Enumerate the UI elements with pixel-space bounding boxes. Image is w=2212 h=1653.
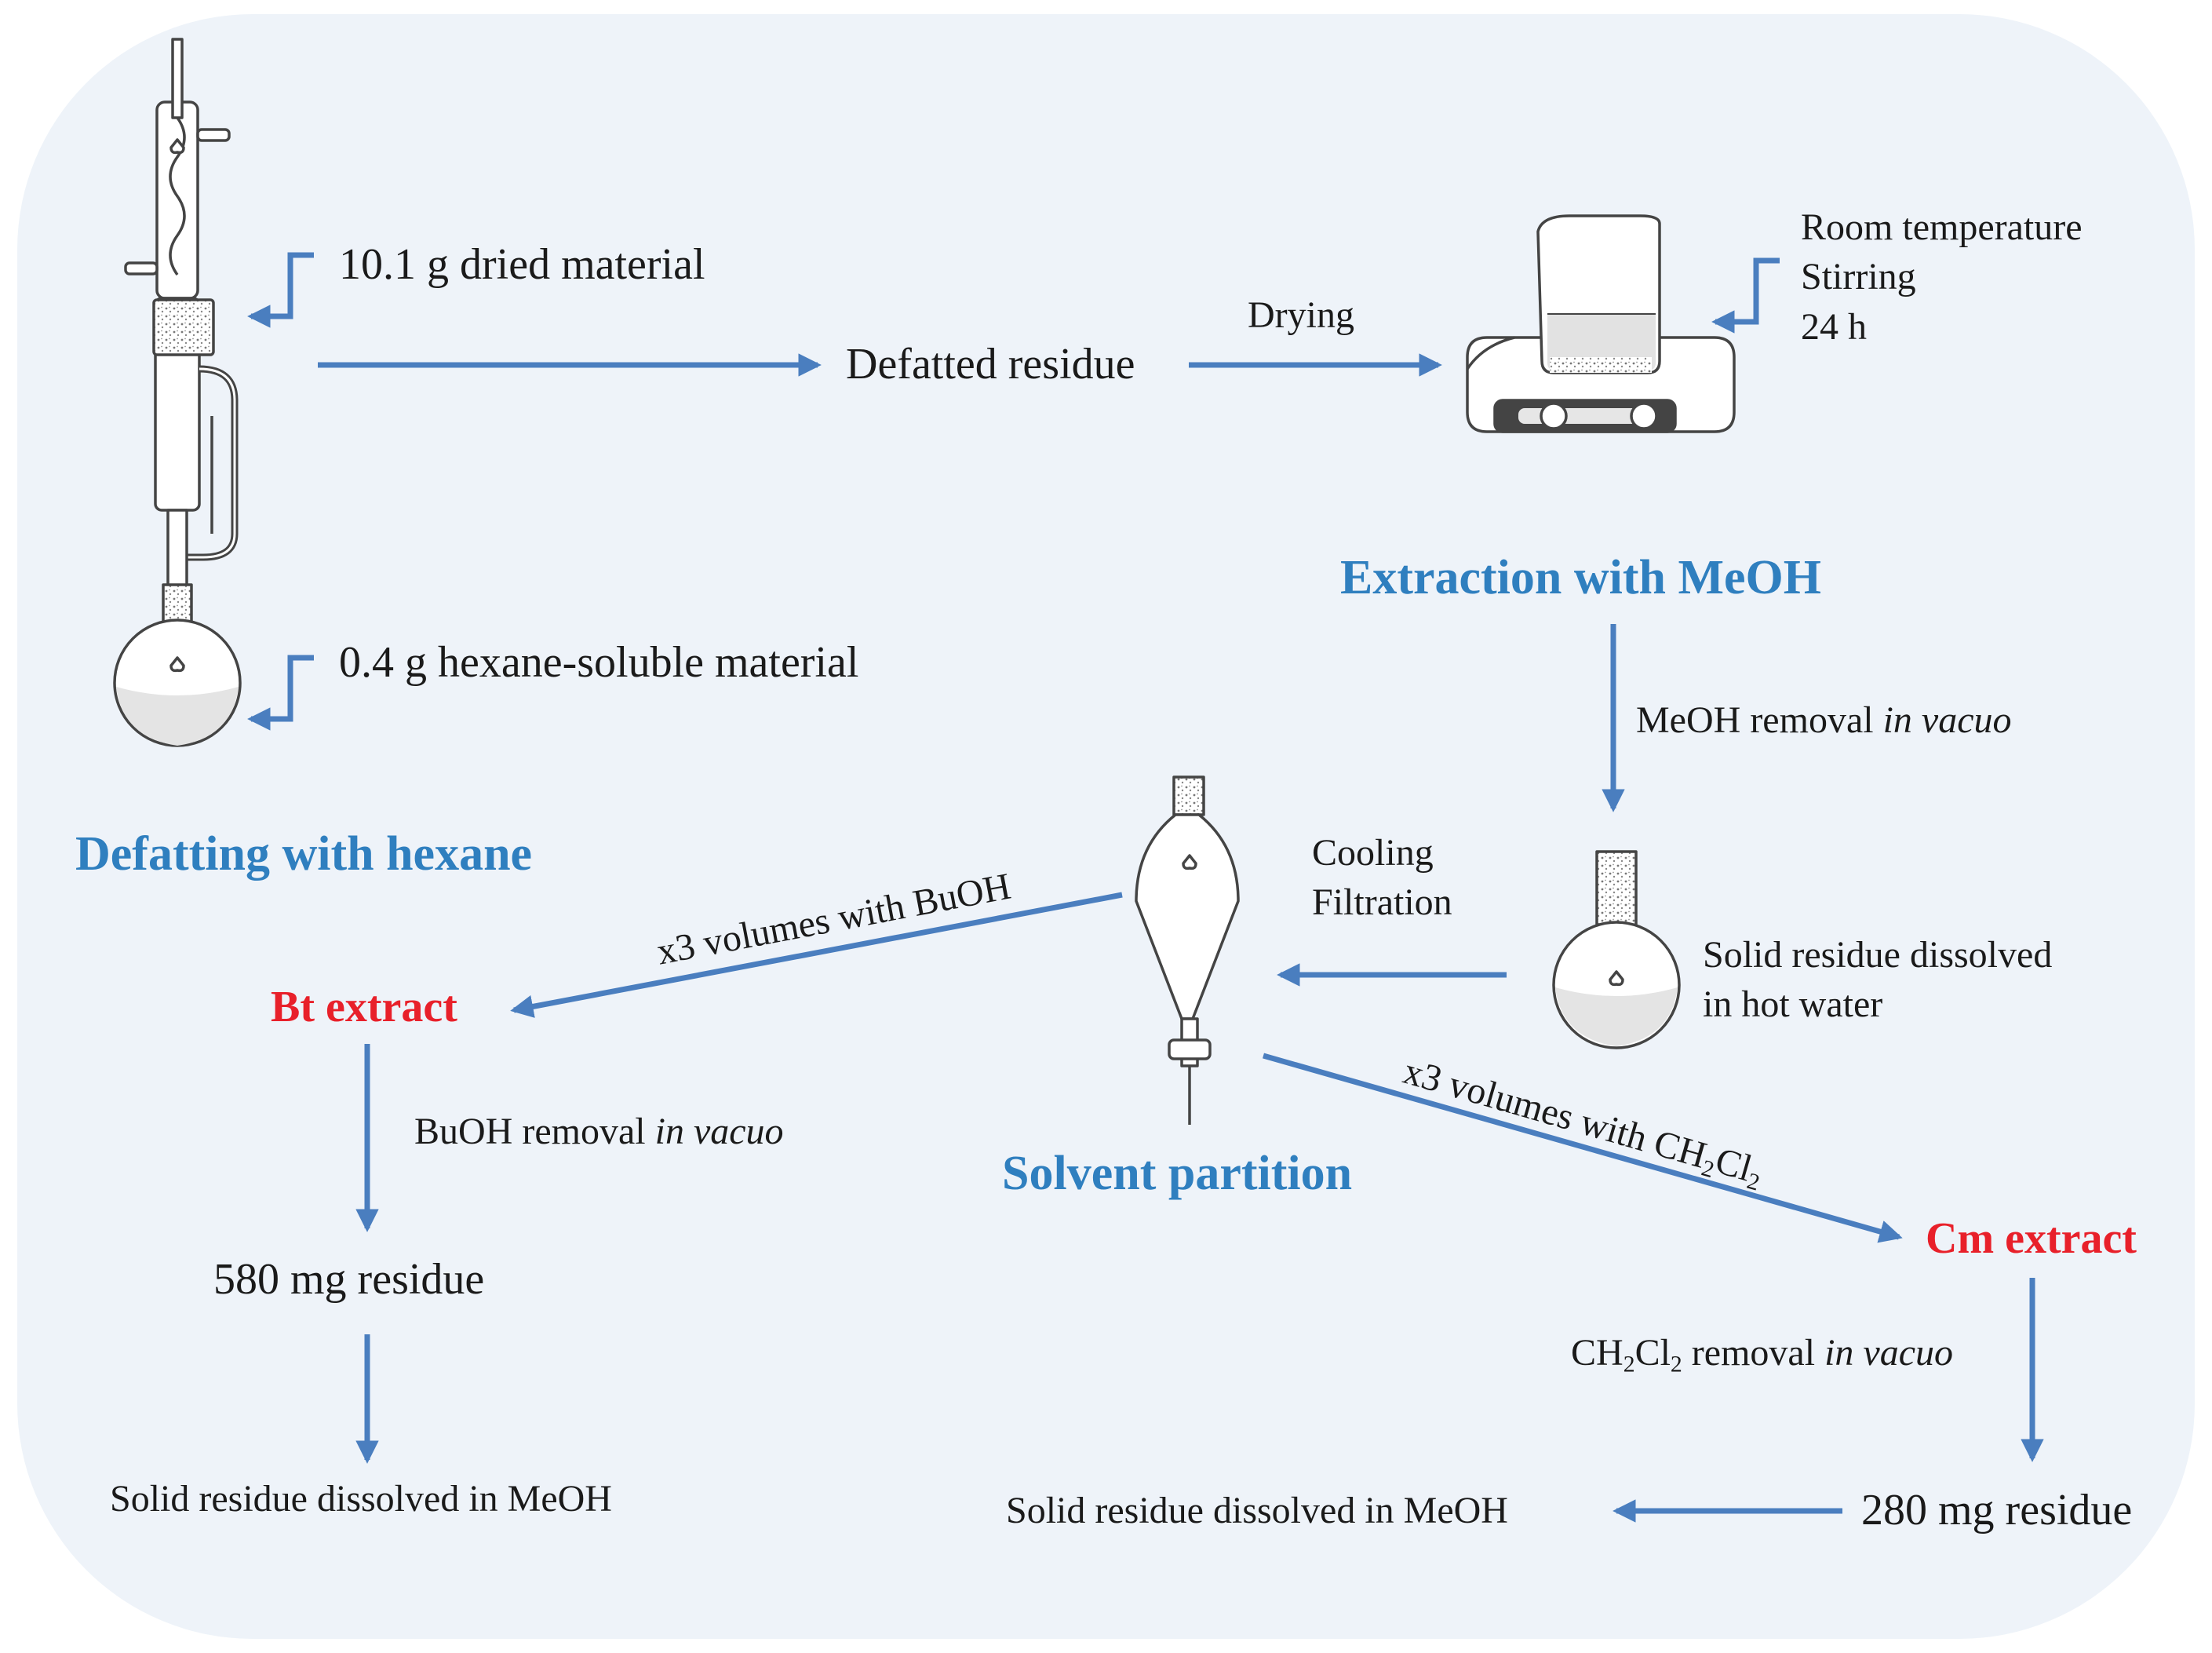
dried-material-label: 10.1 g dried material [339,240,705,289]
cm-extract-title: Cm extract [1926,1214,2137,1263]
bt-final-label: Solid residue dissolved in MeOH [110,1478,612,1520]
hot-water-line1: Solid residue dissolved [1703,934,2053,976]
arrow-to-dried-material [247,252,314,328]
arrow-to-bt-extract [510,892,1123,1018]
hot-water-label: Solid residue dissolved in hot water [1703,930,2052,1030]
defatting-title: Defatting with hexane [75,827,533,881]
condition-temperature: Room temperature [1801,206,2083,248]
drying-label: Drying [1248,294,1354,336]
buoh-removal-label: BuOH removal in vacuo [414,1111,784,1152]
beaker-on-hotplate-stirrer-icon [1466,214,1736,433]
solvent-partition-title: Solvent partition [1002,1147,1353,1200]
ch2cl2-removal-label: CH2Cl2 removal in vacuo [1571,1332,1954,1378]
hot-water-line2: in hot water [1703,983,1883,1026]
round-bottom-flask-icon [1552,850,1681,1049]
separatory-funnel-icon [1135,775,1240,1125]
arrow-to-hexane-soluble [247,655,314,731]
filtration-label: Filtration [1312,881,1452,924]
meoh-removal-label: MeOH removal in vacuo [1636,699,2012,741]
cm-final-label: Solid residue dissolved in MeOH [1006,1490,1508,1531]
condition-duration: 24 h [1801,305,1867,348]
cooling-filtration-label: Cooling Filtration [1312,828,1452,928]
hexane-soluble-label: 0.4 g hexane-soluble material [339,638,859,687]
extraction-title: Extraction with MeOH [1340,551,1822,604]
soxhlet-extractor-icon [113,38,242,747]
bt-residue-label: 580 mg residue [213,1255,485,1304]
defatted-residue-label: Defatted residue [846,340,1135,389]
cm-residue-label: 280 mg residue [1861,1486,2133,1534]
cooling-label: Cooling [1312,832,1434,874]
arrow-to-cm-extract [1263,1053,1903,1243]
arrow-extraction-conditions [1711,257,1780,334]
extraction-conditions: Room temperature Stirring 24 h [1801,203,2083,352]
bt-extract-title: Bt extract [271,983,457,1031]
condition-stirring: Stirring [1801,256,1916,298]
